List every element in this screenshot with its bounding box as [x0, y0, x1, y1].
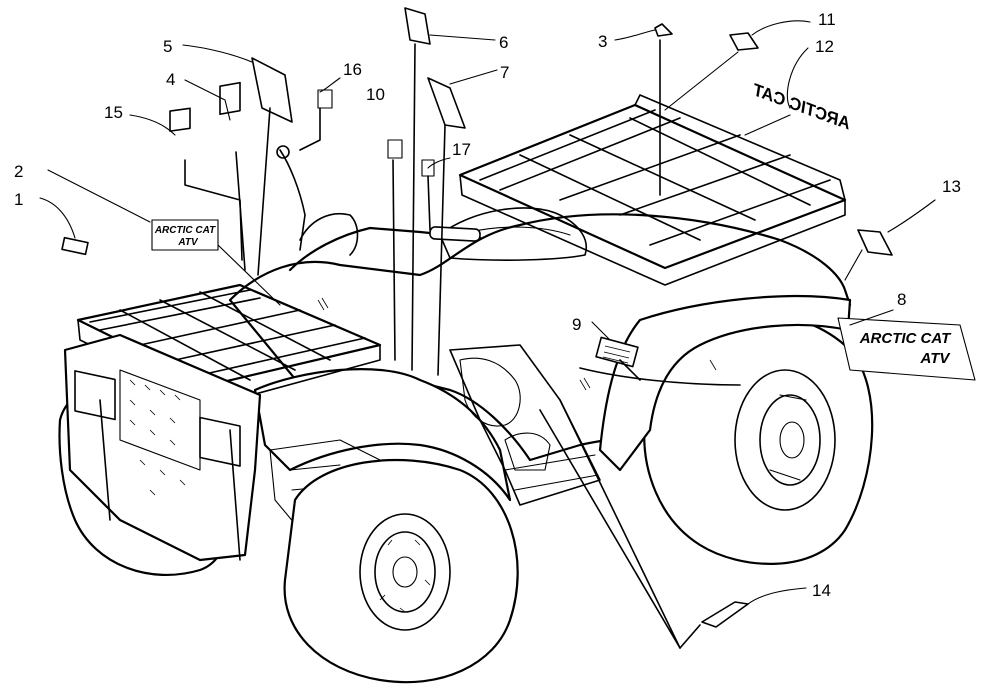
- callout-5: 5: [163, 37, 172, 56]
- decal-5: [251, 57, 293, 123]
- decal-11: [729, 32, 759, 51]
- side-decal-line2: ATV: [920, 350, 952, 367]
- decal-6: [404, 7, 431, 45]
- decal-2-hood: ARCTIC CAT ATV: [151, 219, 219, 251]
- decal-1: [61, 236, 89, 256]
- rear-decal-text: ARCTIC CAT: [749, 80, 854, 134]
- decal-13: [857, 229, 893, 256]
- front-wheel: [283, 458, 519, 684]
- decal-10: [387, 139, 403, 159]
- side-decal-line1: ARCTIC CAT: [859, 330, 952, 347]
- callout-12: 12: [815, 37, 834, 56]
- callout-3: 3: [598, 32, 607, 51]
- callout-11: 11: [818, 10, 836, 29]
- atv-illustration: [58, 94, 874, 684]
- decal-14: [701, 601, 749, 628]
- callout-2: 2: [14, 162, 23, 181]
- callout-1: 1: [14, 190, 23, 209]
- callout-7: 7: [500, 63, 509, 82]
- hood-decal-line2: ATV: [177, 237, 199, 248]
- decal-15: [169, 107, 191, 132]
- decal-7: [427, 77, 466, 129]
- callout-10: 10: [366, 85, 385, 104]
- callout-8: 8: [897, 290, 906, 309]
- decal-16: [317, 89, 333, 109]
- handlebars: [276, 145, 482, 272]
- decal-3: [654, 23, 673, 37]
- front-grill: [63, 333, 262, 562]
- callout-6: 6: [499, 33, 508, 52]
- decal-9: [595, 336, 639, 368]
- callout-15: 15: [104, 103, 123, 122]
- callouts: 1 2 3 4 5 6 7 8 9 10 11 12 13 14 15 16 1…: [14, 10, 961, 600]
- callout-9: 9: [572, 315, 581, 334]
- decal-4: [219, 81, 241, 116]
- atv-body: [228, 207, 852, 531]
- callout-13: 13: [942, 177, 961, 196]
- callout-14: 14: [812, 581, 831, 600]
- leader-lines: [39, 20, 936, 649]
- decal-12-rear: ARCTIC CAT: [749, 80, 854, 134]
- hood-decal-line1: ARCTIC CAT: [154, 225, 216, 236]
- decal-8-side: ARCTIC CAT ATV: [837, 317, 976, 381]
- callout-16: 16: [343, 60, 362, 79]
- callout-17: 17: [452, 140, 471, 159]
- callout-4: 4: [166, 70, 175, 89]
